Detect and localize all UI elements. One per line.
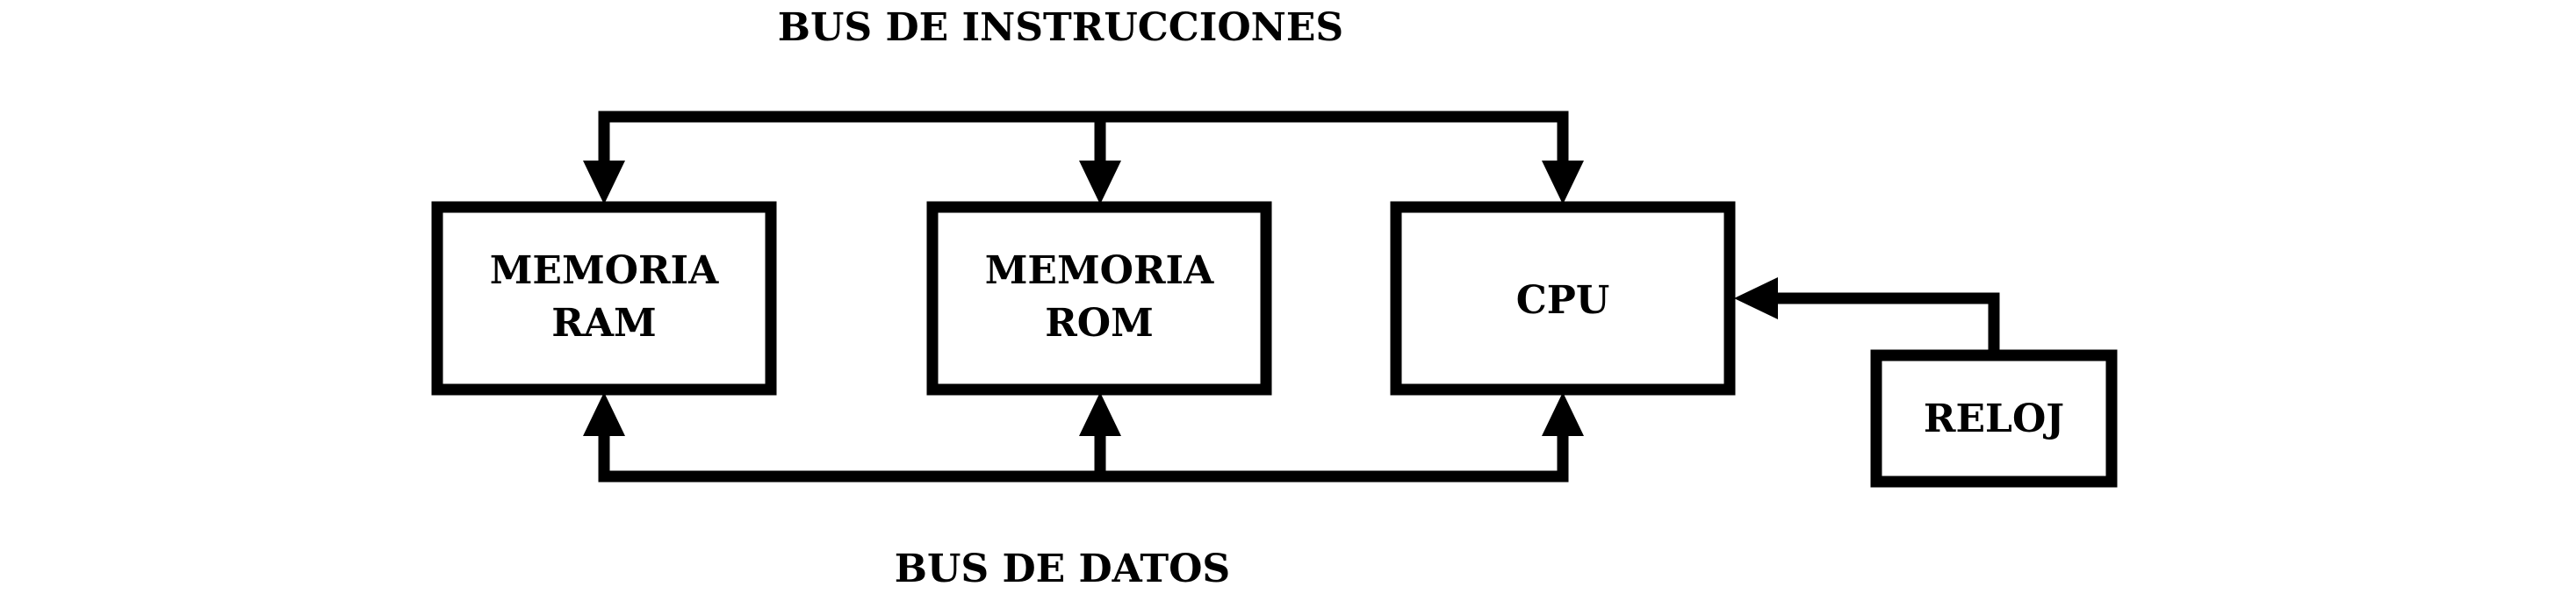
bus-datos-label: BUS DE DATOS: [895, 547, 1230, 591]
block-memoria-rom-frame: [926, 201, 1272, 396]
data-bus: [598, 432, 1569, 483]
instruction-bus: [598, 111, 1569, 165]
block-reloj: RELOJ: [1870, 349, 2118, 488]
block-memoria-ram: MEMORIA RAM: [431, 201, 777, 396]
block-memoria-rom-line1: MEMORIA: [985, 248, 1214, 293]
arrow-up-cpu: [1542, 392, 1584, 436]
arrow-up-rom: [1079, 392, 1121, 436]
instruction-bus-line: [598, 111, 1569, 165]
arrow-down-ram: [583, 161, 625, 204]
block-cpu-label: CPU: [1516, 278, 1609, 323]
block-cpu-frame: [1390, 201, 1736, 396]
block-reloj-label: RELOJ: [1924, 397, 2064, 441]
clock-line: [1774, 292, 2000, 354]
bus-instrucciones-label: BUS DE INSTRUCCIONES: [778, 5, 1343, 50]
data-bus-line: [598, 432, 1569, 483]
block-memoria-ram-line2: RAM: [551, 301, 656, 346]
data-bus-arrows: [583, 392, 1584, 436]
block-memoria-ram-line1: MEMORIA: [490, 248, 719, 293]
block-memoria-rom-line2: ROM: [1045, 301, 1154, 346]
block-memoria-rom: MEMORIA ROM: [926, 201, 1272, 396]
block-memoria-ram-frame: [431, 201, 777, 396]
arrow-down-cpu: [1542, 161, 1584, 204]
block-reloj-frame: [1870, 349, 2118, 488]
arrow-left-cpu: [1734, 277, 1778, 319]
arrow-up-ram: [583, 392, 625, 436]
arrow-down-rom: [1079, 161, 1121, 204]
block-cpu: CPU: [1390, 201, 1736, 396]
instruction-bus-arrows: [583, 161, 1584, 204]
